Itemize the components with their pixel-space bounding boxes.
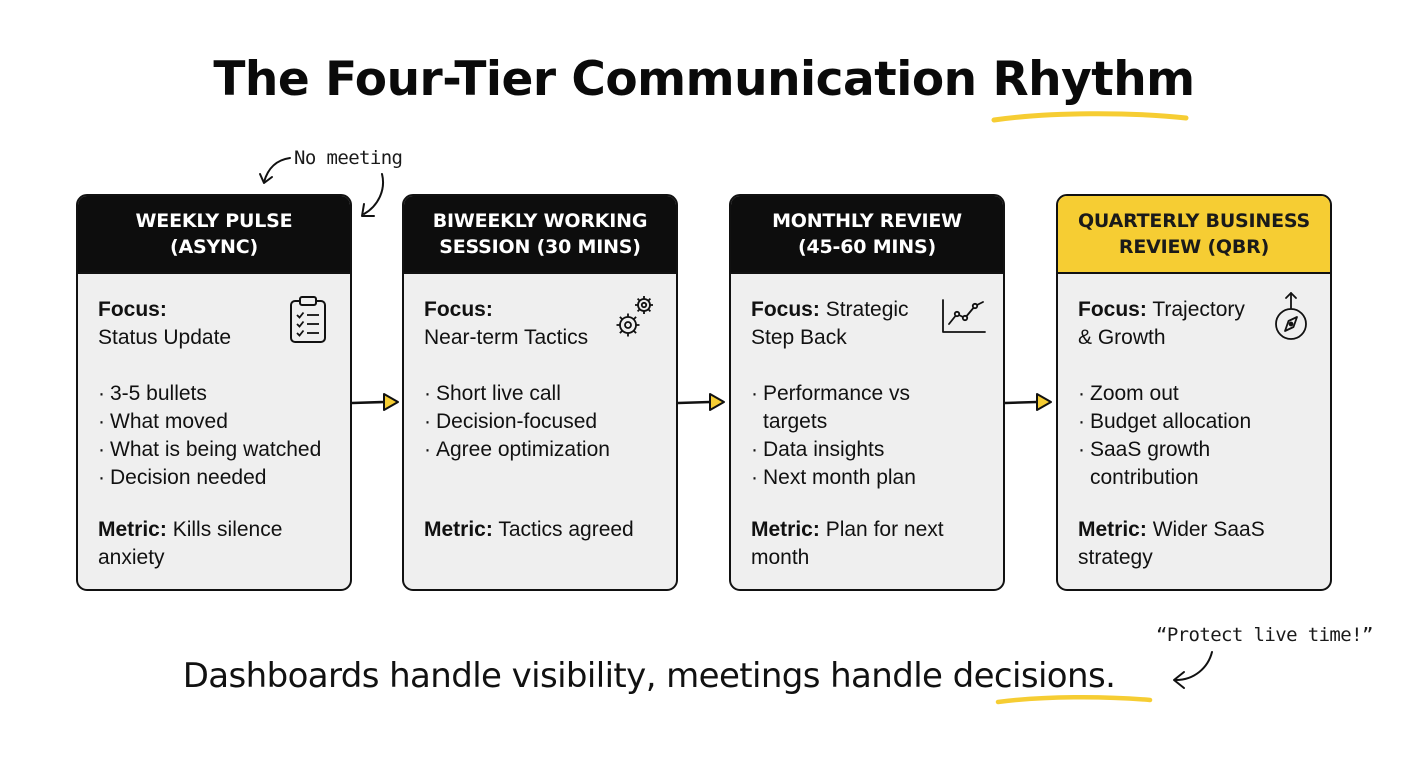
focus-block: Focus: Trajectory & Growth — [1078, 296, 1258, 352]
no-meeting-note: No meeting — [294, 147, 403, 169]
bullet-list: Short live call Decision-focused Agree o… — [424, 380, 656, 464]
bullet-item: Short live call — [424, 380, 656, 408]
card-biweekly-session: BIWEEKLY WORKING SESSION (30 MINS) Focus… — [402, 194, 678, 591]
card-header-line2: (45-60 MINS) — [798, 236, 936, 258]
footer-container: Dashboards handle visibility, meetings h… — [0, 656, 1408, 696]
card-header-line1: BIWEEKLY WORKING — [432, 210, 648, 232]
bullet-item: Agree optimization — [424, 436, 656, 464]
card-header: BIWEEKLY WORKING SESSION (30 MINS) — [404, 196, 676, 274]
metric-block: Metric: Wider SaaS strategy — [1078, 516, 1288, 572]
focus-label: Focus: — [98, 298, 167, 321]
metric-block: Metric: Kills silence anxiety — [98, 516, 336, 572]
card-body: Focus: Trajectory & Growth Zoom out Budg… — [1058, 274, 1330, 492]
card-header-line1: MONTHLY REVIEW — [772, 210, 962, 232]
title-highlight-underline — [991, 111, 1189, 123]
bullet-item: 3-5 bullets — [98, 380, 330, 408]
bullet-item: Budget allocation — [1078, 408, 1278, 436]
focus-block: Focus: Status Update — [98, 296, 278, 352]
card-body: Focus: Status Update 3-5 bullets What mov… — [78, 274, 350, 492]
page-title: The Four-Tier Communication Rhythm — [213, 52, 1195, 107]
flow-arrow-icon — [1005, 393, 1052, 411]
metric-block: Metric: Tactics agreed — [424, 516, 662, 544]
focus-text: Trajectory & Growth — [1078, 298, 1245, 349]
metric-label: Metric: — [1078, 518, 1147, 541]
title-container: The Four-Tier Communication Rhythm — [0, 52, 1408, 107]
focus-text: Status Update — [98, 326, 232, 349]
card-body: Focus: Strategic Step Back Performance v… — [731, 274, 1003, 492]
focus-label: Focus: — [751, 298, 820, 321]
line-chart-icon — [942, 299, 986, 333]
focus-block: Focus: Strategic Step Back — [751, 296, 931, 352]
card-header: QUARTERLY BUSINESS REVIEW (QBR) — [1058, 196, 1330, 274]
flow-arrow-icon — [352, 393, 399, 411]
card-header-line2: SESSION (30 MINS) — [439, 236, 641, 258]
clipboard-checklist-icon — [290, 296, 326, 343]
no-meeting-arrow-left-icon — [259, 157, 291, 184]
bullet-item: Data insights — [751, 436, 941, 464]
metric-block: Metric: Plan for next month — [751, 516, 971, 572]
card-body: Focus: Near-term Tactics Short live call … — [404, 274, 676, 464]
gears-icon — [616, 296, 653, 337]
no-meeting-arrow-right-icon — [361, 173, 384, 217]
card-header-line1: WEEKLY PULSE — [135, 210, 293, 232]
footer-text-end: . — [1105, 656, 1116, 696]
card-header: WEEKLY PULSE (ASYNC) — [78, 196, 350, 274]
footer-tagline: Dashboards handle visibility, meetings h… — [183, 656, 1116, 696]
metric-label: Metric: — [751, 518, 820, 541]
metric-text: Plan for next month — [751, 518, 944, 569]
title-main: The Four-Tier Communication — [213, 52, 977, 107]
bullet-item: Decision needed — [98, 464, 330, 492]
card-header-line2: REVIEW (QBR) — [1118, 236, 1270, 258]
card-header-line1: QUARTERLY BUSINESS — [1077, 210, 1311, 232]
bullet-item: What is being watched — [98, 436, 330, 464]
bullet-item: Next month plan — [751, 464, 941, 492]
metric-text: Kills silence anxiety — [98, 518, 283, 569]
focus-text: Near-term Tactics — [424, 326, 589, 349]
bullet-item: What moved — [98, 408, 330, 436]
flow-arrow-icon — [678, 393, 725, 411]
card-weekly-pulse: WEEKLY PULSE (ASYNC) Focus: Status Update… — [76, 194, 352, 591]
metric-label: Metric: — [424, 518, 493, 541]
focus-label: Focus: — [1078, 298, 1147, 321]
focus-text: Strategic Step Back — [751, 298, 909, 349]
bullet-list: Zoom out Budget allocation SaaS growth c… — [1078, 380, 1278, 492]
footer-text-main: Dashboards handle visibility, meetings h… — [182, 656, 943, 696]
bullet-item: SaaS growth contribution — [1078, 436, 1278, 492]
metric-text: Tactics agreed — [498, 518, 634, 541]
title-highlight: Rhythm — [992, 52, 1195, 107]
bullet-list: 3-5 bullets What moved What is being wat… — [98, 380, 330, 492]
protect-live-time-note: “Protect live time!” — [1156, 624, 1373, 646]
bullet-item: Zoom out — [1078, 380, 1278, 408]
card-monthly-review: MONTHLY REVIEW (45-60 MINS) Focus: Strat… — [729, 194, 1005, 591]
footer-text-highlight: decisions — [952, 656, 1106, 696]
focus-label: Focus: — [424, 298, 493, 321]
focus-block: Focus: Near-term Tactics — [424, 296, 604, 352]
compass-icon — [1275, 292, 1307, 340]
metric-label: Metric: — [98, 518, 167, 541]
bullet-item: Performance vs targets — [751, 380, 941, 436]
card-quarterly-business-review: QUARTERLY BUSINESS REVIEW (QBR) Focus: T… — [1056, 194, 1332, 591]
card-header: MONTHLY REVIEW (45-60 MINS) — [731, 196, 1003, 274]
card-header-line2: (ASYNC) — [170, 236, 258, 258]
metric-text: Wider SaaS strategy — [1078, 518, 1265, 569]
bullet-list: Performance vs targets Data insights Nex… — [751, 380, 941, 492]
bullet-item: Decision-focused — [424, 408, 656, 436]
